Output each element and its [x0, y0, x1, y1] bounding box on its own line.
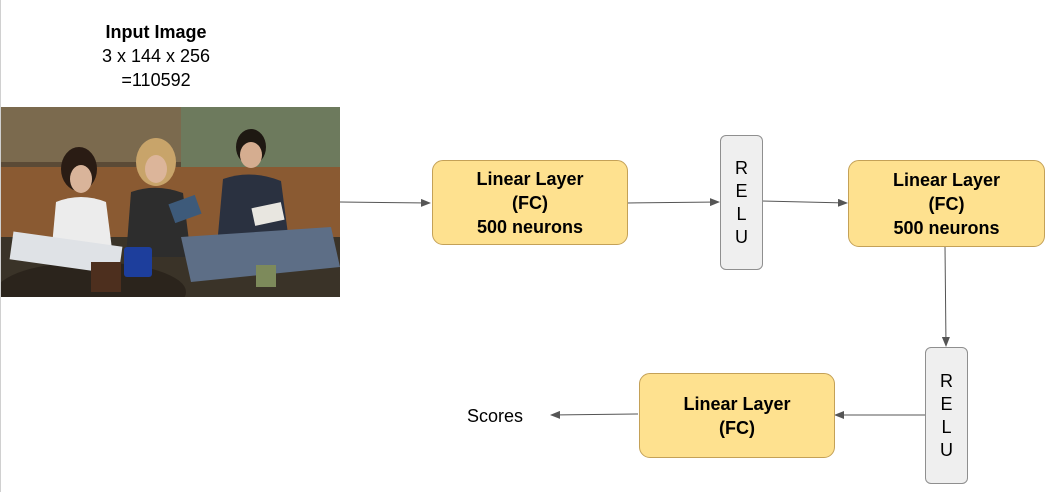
layer2-neurons: 500 neurons — [893, 217, 1000, 238]
input-image-caption: Input Image 3 x 144 x 256 =110592 — [56, 20, 256, 92]
linear-layer-1: Linear Layer (FC) 500 neurons — [432, 160, 628, 245]
layer2-name: Linear Layer — [892, 169, 1001, 190]
layer1-neurons: 500 neurons — [476, 216, 584, 237]
layer1-type: (FC) — [512, 192, 548, 213]
input-image — [1, 107, 340, 297]
input-image-total: =110592 — [121, 70, 191, 90]
layer1-name: Linear Layer — [476, 168, 584, 189]
arrow-layer3-to-scores — [550, 410, 639, 419]
linear-layer-2: Linear Layer (FC) 500 neurons — [848, 160, 1045, 247]
relu2-letter: U — [940, 439, 953, 460]
input-image-dims: 3 x 144 x 256 — [101, 46, 211, 66]
relu2-letter: L — [941, 416, 952, 437]
relu1-letter: U — [735, 226, 748, 247]
output-scores-label: Scores — [466, 406, 524, 426]
relu1-letter: R — [735, 157, 748, 178]
canvas-left-border — [0, 0, 1, 492]
relu2-letter: R — [940, 370, 953, 391]
relu-2: R E L U — [925, 347, 968, 484]
layer3-type: (FC) — [719, 417, 755, 438]
linear-layer-3: Linear Layer (FC) — [639, 373, 835, 458]
relu-1: R E L U — [720, 135, 763, 270]
relu2-letter: E — [940, 393, 953, 414]
relu1-letter: E — [735, 180, 748, 201]
relu1-letter: L — [736, 203, 747, 224]
arrow-relu1-to-layer2 — [761, 198, 848, 207]
input-image-title: Input Image — [105, 22, 207, 42]
arrow-layer1-to-relu1 — [626, 198, 720, 207]
layer3-name: Linear Layer — [683, 393, 791, 414]
arrow-image-to-layer1 — [339, 198, 431, 207]
layer2-type: (FC) — [928, 193, 965, 214]
arrow-layer2-to-relu2 — [941, 245, 950, 347]
